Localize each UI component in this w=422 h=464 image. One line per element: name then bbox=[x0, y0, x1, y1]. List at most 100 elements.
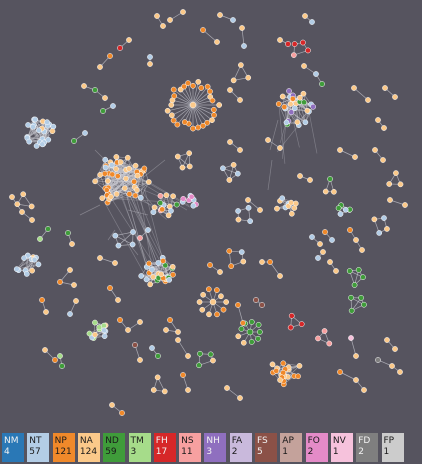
graph-node-nt[interactable] bbox=[329, 237, 335, 243]
graph-node-na[interactable] bbox=[42, 347, 48, 353]
graph-node-na[interactable] bbox=[237, 147, 243, 153]
graph-node-na[interactable] bbox=[257, 207, 263, 213]
graph-node-na[interactable] bbox=[167, 17, 173, 23]
graph-node-nt[interactable] bbox=[315, 255, 321, 261]
graph-node-na[interactable] bbox=[240, 339, 247, 346]
graph-node-na[interactable] bbox=[279, 93, 286, 100]
graph-node-na[interactable] bbox=[227, 87, 233, 93]
graph-node-nd[interactable] bbox=[100, 108, 106, 114]
graph-node-fd[interactable] bbox=[375, 357, 381, 363]
graph-node-nt[interactable] bbox=[230, 17, 236, 23]
graph-node-fs[interactable] bbox=[253, 297, 259, 303]
graph-node-na[interactable] bbox=[99, 195, 106, 201]
graph-node-na[interactable] bbox=[297, 94, 303, 101]
graph-node-na[interactable] bbox=[287, 101, 294, 107]
graph-node-na[interactable] bbox=[216, 102, 223, 108]
graph-node-nt[interactable] bbox=[115, 242, 122, 249]
graph-node-na[interactable] bbox=[209, 117, 215, 124]
graph-node-nd[interactable] bbox=[238, 326, 245, 332]
graph-node-np[interactable] bbox=[280, 360, 287, 367]
graph-node-na[interactable] bbox=[382, 85, 388, 91]
graph-node-na[interactable] bbox=[20, 191, 27, 198]
graph-node-np[interactable] bbox=[267, 259, 273, 265]
graph-node-na[interactable] bbox=[97, 171, 103, 178]
graph-node-nd[interactable] bbox=[255, 335, 261, 342]
graph-node-na[interactable] bbox=[195, 79, 202, 85]
graph-node-np[interactable] bbox=[159, 206, 165, 213]
graph-node-nt[interactable] bbox=[45, 136, 52, 143]
graph-node-na[interactable] bbox=[73, 298, 79, 304]
graph-node-nd[interactable] bbox=[71, 138, 77, 144]
graph-node-np[interactable] bbox=[174, 121, 181, 128]
graph-node-nt[interactable] bbox=[67, 311, 73, 317]
graph-node-np[interactable] bbox=[146, 260, 152, 267]
graph-node-na[interactable] bbox=[19, 209, 25, 215]
graph-node-np[interactable] bbox=[200, 27, 206, 33]
graph-node-na[interactable] bbox=[168, 102, 175, 108]
graph-node-nt[interactable] bbox=[30, 123, 36, 130]
graph-node-nd[interactable] bbox=[255, 321, 262, 328]
graph-node-na[interactable] bbox=[186, 163, 193, 170]
graph-node-na[interactable] bbox=[304, 107, 311, 114]
graph-node-nd[interactable] bbox=[196, 362, 202, 369]
graph-node-na[interactable] bbox=[92, 331, 98, 338]
graph-node-nt[interactable] bbox=[238, 249, 245, 255]
graph-node-fh[interactable] bbox=[288, 312, 295, 319]
graph-node-na[interactable] bbox=[302, 13, 308, 19]
graph-node-np[interactable] bbox=[205, 286, 212, 293]
graph-node-na[interactable] bbox=[102, 95, 108, 101]
graph-node-na[interactable] bbox=[29, 217, 35, 223]
graph-node-na[interactable] bbox=[104, 178, 111, 184]
graph-node-na[interactable] bbox=[389, 363, 395, 369]
graph-node-na[interactable] bbox=[134, 172, 141, 179]
graph-node-np[interactable] bbox=[170, 86, 177, 93]
graph-node-na[interactable] bbox=[352, 154, 358, 160]
graph-node-na[interactable] bbox=[134, 187, 140, 193]
graph-node-na[interactable] bbox=[217, 12, 223, 18]
graph-node-nt[interactable] bbox=[23, 271, 30, 277]
network-graph[interactable] bbox=[0, 0, 422, 432]
graph-node-na[interactable] bbox=[71, 282, 77, 288]
graph-node-na[interactable] bbox=[123, 175, 129, 182]
graph-node-nd[interactable] bbox=[197, 350, 203, 357]
graph-node-na[interactable] bbox=[69, 241, 75, 247]
graph-node-na[interactable] bbox=[109, 402, 115, 408]
graph-node-tm[interactable] bbox=[86, 330, 93, 337]
graph-node-na[interactable] bbox=[206, 311, 212, 318]
graph-node-na[interactable] bbox=[274, 205, 280, 212]
graph-node-nd[interactable] bbox=[355, 267, 362, 273]
graph-node-na[interactable] bbox=[230, 162, 237, 168]
graph-node-nt[interactable] bbox=[291, 105, 298, 112]
graph-node-na[interactable] bbox=[168, 112, 175, 119]
graph-node-ns[interactable] bbox=[326, 340, 333, 347]
graph-node-na[interactable] bbox=[185, 387, 191, 393]
graph-node-fh[interactable] bbox=[117, 45, 123, 51]
graph-node-nt[interactable] bbox=[149, 266, 155, 273]
graph-node-na[interactable] bbox=[359, 247, 365, 253]
graph-node-nd[interactable] bbox=[348, 294, 354, 301]
graph-node-nh[interactable] bbox=[310, 103, 317, 110]
graph-node-na[interactable] bbox=[384, 337, 390, 343]
graph-node-na[interactable] bbox=[150, 274, 157, 280]
graph-node-np[interactable] bbox=[204, 119, 211, 126]
graph-node-na[interactable] bbox=[322, 188, 329, 195]
graph-node-na[interactable] bbox=[288, 210, 295, 217]
graph-node-nt[interactable] bbox=[220, 165, 226, 172]
graph-node-na[interactable] bbox=[259, 259, 265, 265]
graph-node-na[interactable] bbox=[333, 268, 339, 274]
graph-node-np[interactable] bbox=[347, 227, 353, 233]
graph-node-np[interactable] bbox=[337, 369, 343, 375]
graph-node-na[interactable] bbox=[365, 97, 371, 103]
graph-node-na[interactable] bbox=[186, 150, 193, 157]
graph-node-na[interactable] bbox=[239, 25, 245, 31]
graph-node-na[interactable] bbox=[307, 177, 313, 183]
graph-node-nd[interactable] bbox=[346, 268, 353, 274]
graph-node-np[interactable] bbox=[57, 279, 63, 285]
graph-node-na[interactable] bbox=[300, 90, 307, 97]
